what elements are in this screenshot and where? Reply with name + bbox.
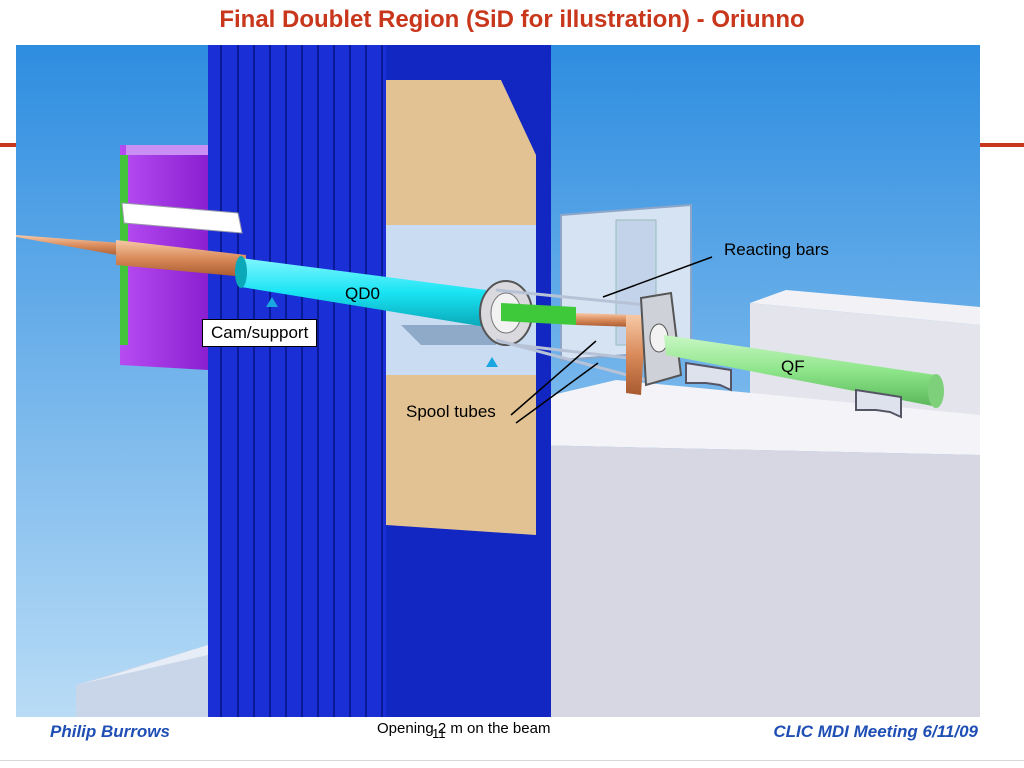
figure-caption: Opening 2 m on the beam [377, 720, 551, 737]
qf-end-cap [928, 374, 944, 408]
qd0-label: QD0 [345, 284, 380, 303]
purple-top-edge [126, 145, 208, 155]
qf-label: QF [781, 357, 805, 376]
qd0-cylinder [241, 258, 486, 327]
footer-author: Philip Burrows [50, 722, 170, 741]
tan-endcap-upper [386, 80, 536, 225]
blue-yoke-left [208, 45, 388, 717]
reacting-bars-label: Reacting bars [724, 240, 829, 259]
qf-support-left [685, 361, 732, 392]
final-doublet-cad-figure: QD0 QF Cam/support Reacting bars Spool t… [16, 45, 980, 717]
cam-support-label: Cam/support [202, 319, 318, 347]
qf-cylinder [664, 335, 938, 407]
slide-title: Final Doublet Region (SiD for illustrati… [219, 6, 805, 33]
title-rule-left [0, 143, 18, 147]
copper-cone [16, 235, 128, 257]
footer-meeting: CLIC MDI Meeting 6/11/09 [773, 722, 978, 741]
qd0-end-cap [235, 256, 247, 288]
cam-marker-left [266, 297, 278, 307]
lower-left-block [76, 645, 208, 717]
page-number: 11 [432, 726, 446, 741]
title-rule-right [980, 143, 1024, 147]
white-pipe [121, 202, 243, 234]
floor-slab-face [531, 445, 980, 717]
copper-spool-tube [576, 313, 636, 327]
floor-slab-top [531, 380, 980, 455]
opening-slot [401, 325, 496, 345]
footer-divider [0, 760, 1024, 761]
qf-support-right [855, 388, 902, 419]
copper-elbow [626, 315, 646, 395]
tan-endcap-lower [386, 375, 536, 535]
copper-beam-pipe-left [116, 240, 246, 277]
green-cold-mass [501, 303, 576, 325]
cam-marker-right [486, 357, 498, 367]
spool-tubes-label: Spool tubes [406, 402, 496, 421]
rear-grey-block-top [750, 290, 980, 325]
